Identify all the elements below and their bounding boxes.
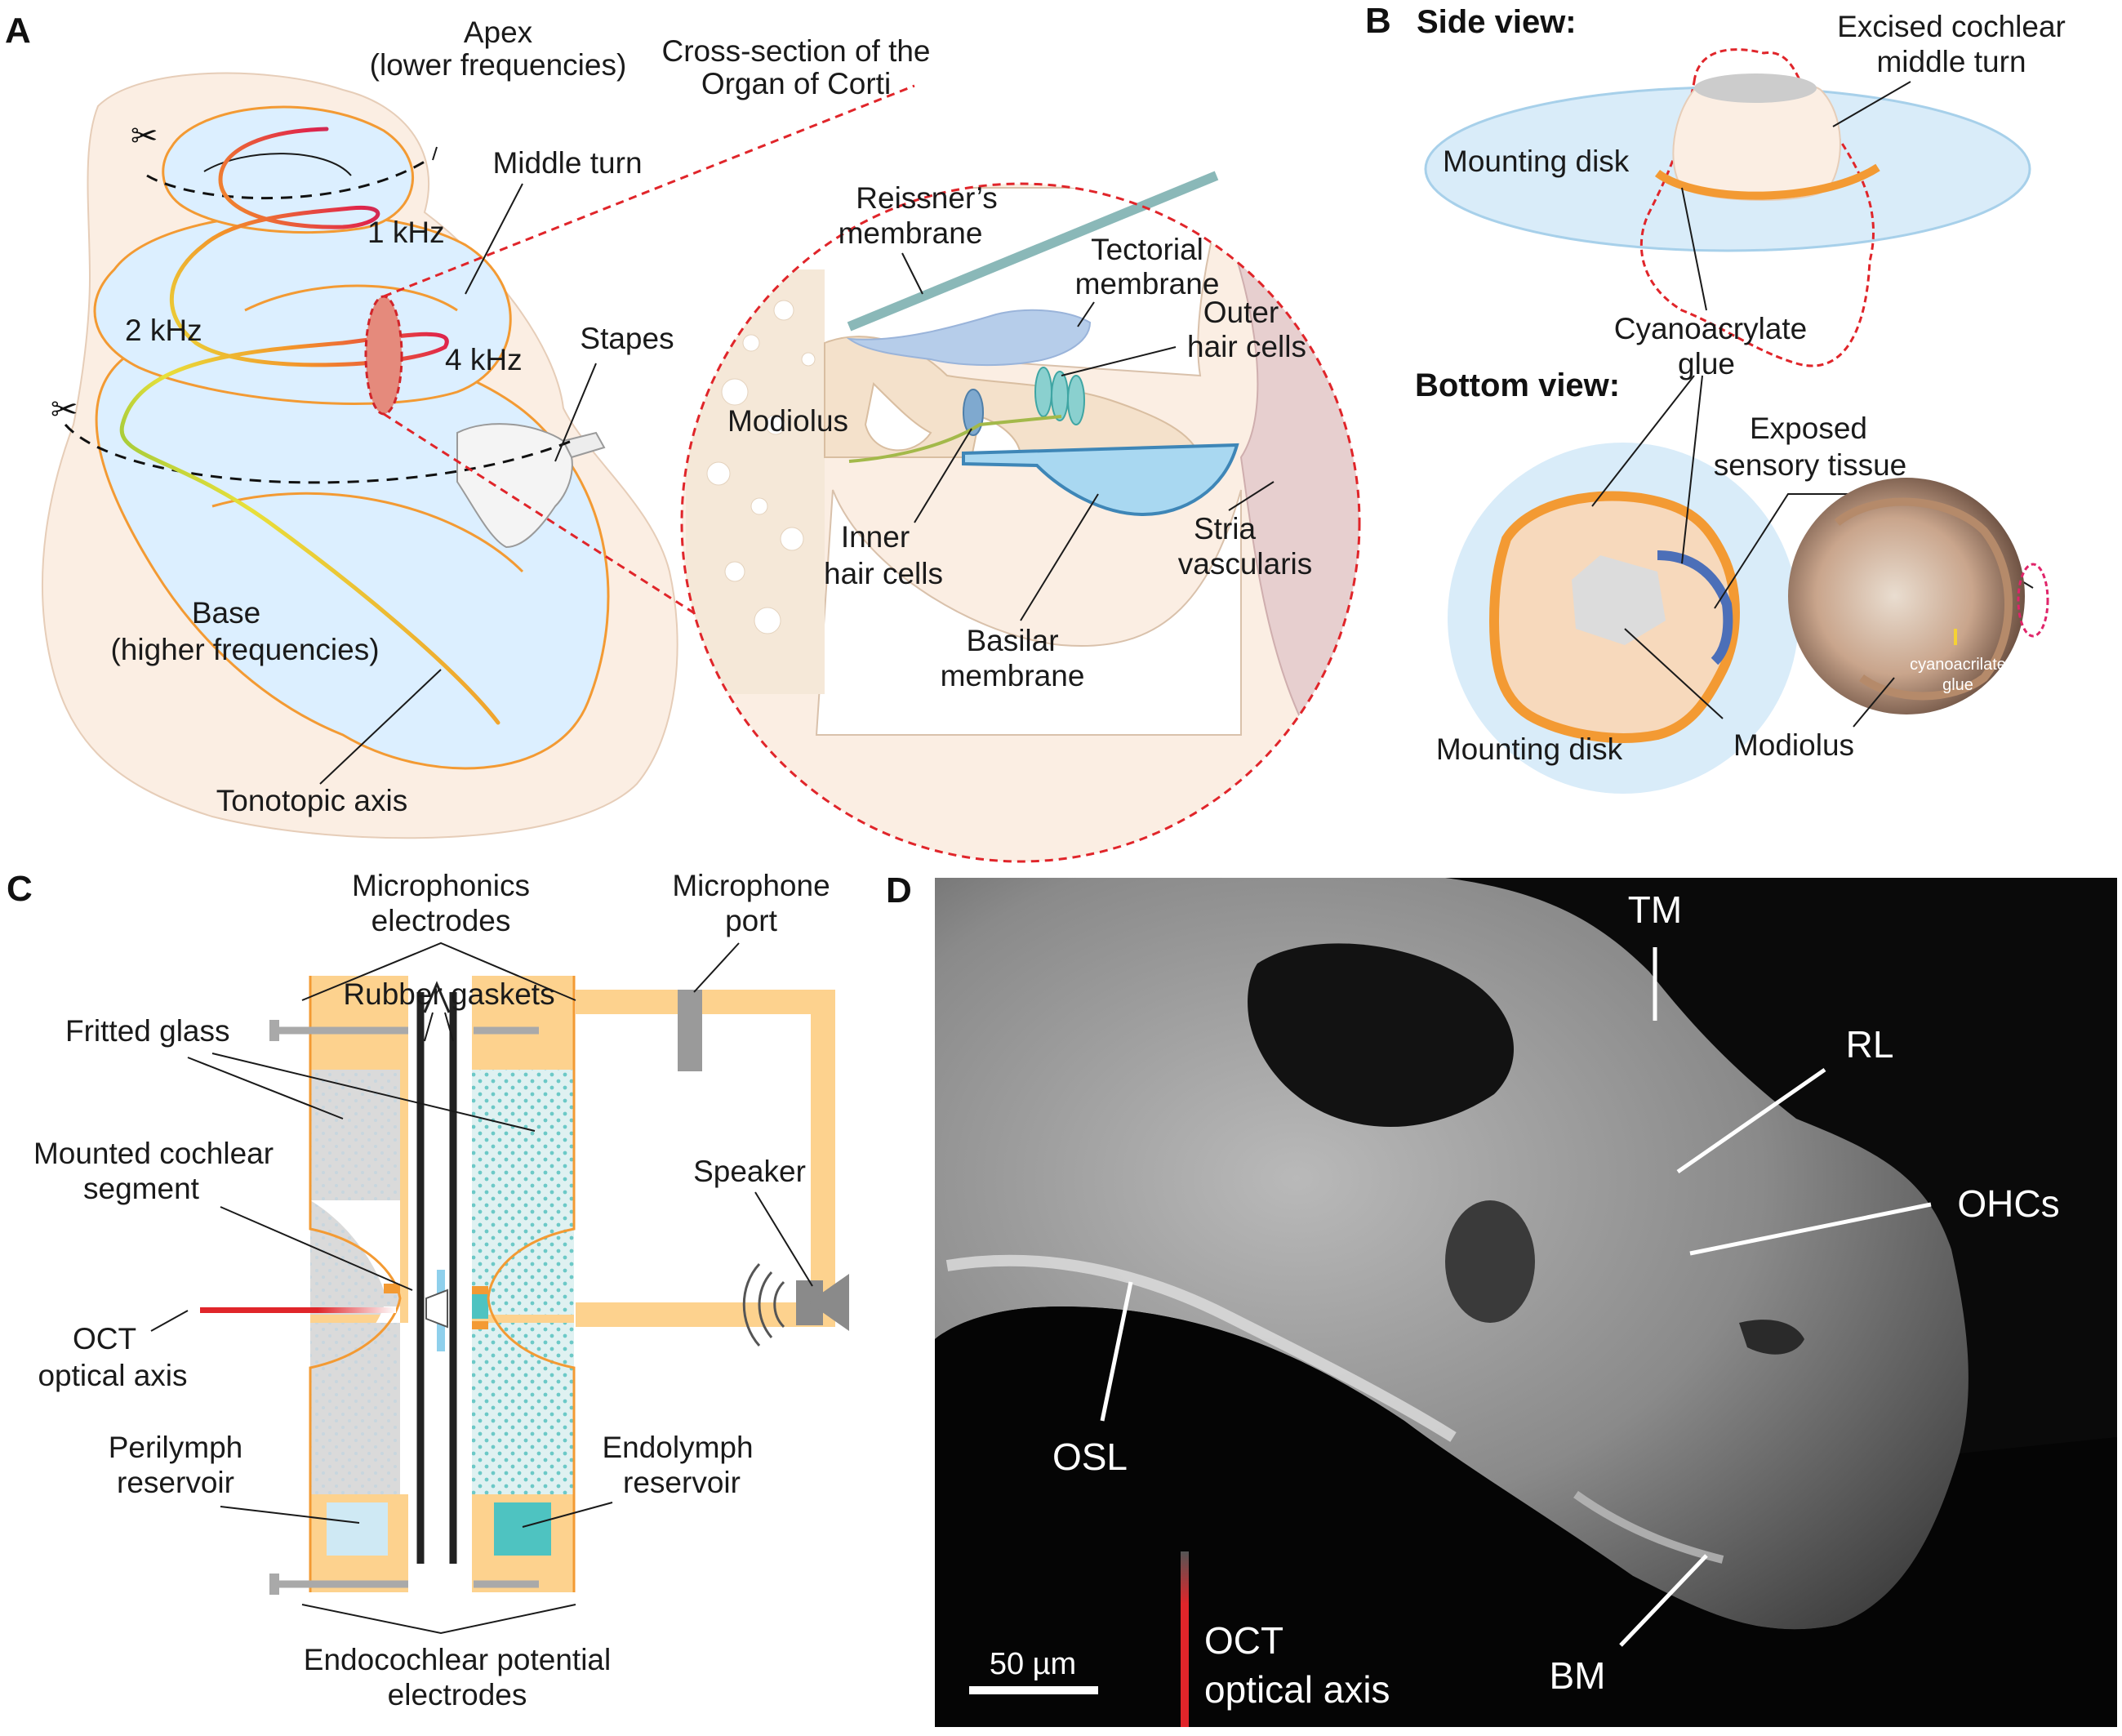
cross-section-label-1: Cross-section of the [661, 34, 930, 68]
mounting-disk-bottom-label: Mounting disk [1436, 732, 1623, 766]
base-label-1: Base [192, 596, 260, 630]
panel-a-letter: A [5, 11, 31, 51]
panel-c-letter: C [7, 869, 33, 909]
bottom-view-heading: Bottom view: [1415, 367, 1620, 403]
apex-label-2: (lower frequencies) [370, 48, 627, 82]
freq-2khz-label: 2 kHz [125, 314, 202, 347]
panel-d-letter: D [886, 870, 912, 910]
screw-icon [269, 1574, 408, 1595]
ep-electrodes-label-2: electrodes [388, 1678, 527, 1712]
stapes-label: Stapes [580, 322, 674, 355]
scissors-icon: ✂ [51, 391, 78, 429]
reissners-membrane [847, 171, 1219, 332]
excised-label-2: middle turn [1876, 45, 2026, 78]
tectorial-membrane [846, 309, 1092, 367]
photo-glue-label-1: cyanoacrilate [1910, 656, 2006, 674]
outer-hair-cells-label-1: Outer [1203, 296, 1279, 329]
perilymph-label-1: Perilymph [109, 1431, 243, 1464]
tonotopic-spiral [119, 127, 500, 725]
oct-d-label-1: OCT [1204, 1619, 1283, 1662]
perilymph-label-2: reservoir [117, 1466, 234, 1499]
outer-hair-cells [1034, 367, 1085, 425]
tectorial-label-2: membrane [1075, 267, 1220, 300]
base-cut-line [64, 424, 572, 484]
ep-electrodes-label-1: Endocochlear potential [304, 1643, 611, 1676]
base-label-2: (higher frequencies) [110, 633, 379, 666]
oct-c-label-1: OCT [73, 1322, 136, 1355]
basilar-label-2: membrane [941, 659, 1085, 692]
rl-label: RL [1846, 1023, 1894, 1066]
apex-turn-shape [162, 105, 415, 234]
mounted-segment-label-1: Mounted cochlear [33, 1137, 274, 1170]
glue-label-2: glue [1678, 347, 1735, 381]
glue-label-1: Cyanoacrylate [1614, 312, 1808, 345]
panel-d: D TM RL OHCs OSL BM 50 µm OCT optical ax… [886, 870, 2117, 1727]
oct-beam [200, 1307, 396, 1313]
microphone-port [678, 990, 702, 1071]
mounting-disk-side-label: Mounting disk [1443, 145, 1630, 178]
apex-cut-line [146, 158, 429, 200]
basilar-membrane [962, 443, 1239, 517]
scale-bar-label: 50 µm [990, 1647, 1076, 1681]
bm-label: BM [1550, 1654, 1606, 1697]
tm-label: TM [1628, 888, 1682, 931]
panel-b: B Side view: Excised cochlear middle tur… [1365, 1, 2066, 794]
microphonics-label-1: Microphonics [352, 869, 530, 902]
freq-4khz-label: 4 kHz [445, 343, 523, 376]
oct-d-label-2: optical axis [1204, 1668, 1390, 1711]
ohcs-label: OHCs [1957, 1182, 2059, 1225]
zoom-line-top [383, 84, 915, 298]
tectorial-label-1: Tectorial [1091, 233, 1203, 266]
modiolus-b-label: Modiolus [1733, 728, 1854, 762]
modiolus-label: Modiolus [727, 404, 848, 438]
excised-label-1: Excised cochlear [1837, 10, 2066, 43]
side-view-heading: Side view: [1417, 4, 1577, 40]
outer-hair-cells-label-2: hair cells [1187, 330, 1306, 363]
cross-section-marker [364, 295, 403, 416]
middle-turn-label: Middle turn [492, 146, 642, 180]
reissners-label-2: membrane [839, 216, 983, 250]
screw-icon [269, 1020, 408, 1041]
excised-tissue-outline [1639, 48, 1875, 367]
panel-a: A ✂ ✂ Apex (lower frequencies) Cross-sec… [5, 11, 1361, 863]
endolymph-label-2: reservoir [623, 1466, 741, 1499]
basilar-label-1: Basilar [966, 624, 1058, 657]
panel-c: C [7, 869, 849, 1712]
reissners-label-1: Reissner’s [856, 181, 997, 215]
modiolus-bone [686, 269, 825, 694]
stria-label-1: Stria [1194, 512, 1257, 545]
oct-axis-marker [1181, 1551, 1189, 1727]
stapes-shape [456, 423, 573, 549]
mic-port-label-1: Microphone [672, 869, 830, 902]
tonotopic-axis-label: Tonotopic axis [216, 784, 407, 817]
mounted-segment-label-2: segment [83, 1172, 200, 1205]
photo-glue-label-2: glue [1942, 676, 1973, 694]
inner-hair-cells-label-1: Inner [841, 520, 910, 554]
oct-c-label-2: optical axis [38, 1359, 187, 1392]
endolymph-label-1: Endolymph [602, 1431, 753, 1464]
speaker-label: Speaker [693, 1155, 806, 1188]
scissors-icon: ✂ [131, 118, 158, 155]
exposed-label-1: Exposed [1750, 412, 1867, 445]
rubber-gaskets-label: Rubber gaskets [343, 977, 554, 1011]
fritted-glass-label: Fritted glass [65, 1014, 230, 1048]
mic-port-label-2: port [725, 904, 777, 937]
cross-section-label-2: Organ of Corti [701, 67, 891, 100]
organ-of-corti-inset: Reissner’s membrane Tectorial membrane O… [680, 171, 1361, 863]
stria-label-2: vascularis [1178, 547, 1313, 581]
bottom-view-photo: cyanoacrilate glue [1788, 478, 2049, 728]
freq-1khz-label: 1 kHz [367, 216, 445, 249]
microphonics-label-2: electrodes [371, 904, 511, 937]
apex-label-1: Apex [464, 16, 533, 49]
panel-b-letter: B [1365, 1, 1391, 41]
exposed-label-2: sensory tissue [1714, 448, 1907, 482]
inner-hair-cells-label-2: hair cells [824, 557, 943, 590]
osl-label: OSL [1052, 1436, 1128, 1478]
speaker-icon [742, 1262, 849, 1347]
